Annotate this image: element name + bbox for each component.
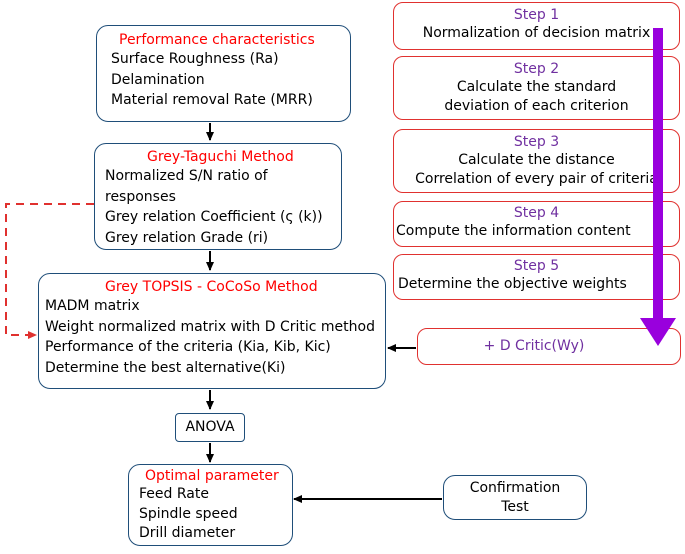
grey-taguchi-item: Grey relation Coefficient (ς (k)) (105, 209, 323, 225)
step-4-box: Step 4 Compute the information content (393, 201, 680, 247)
anova-label: ANOVA (185, 419, 235, 435)
step-title: Step 3 (513, 134, 560, 150)
performance-item: Delamination (111, 71, 205, 88)
confirmation-line: Confirmation (469, 480, 561, 496)
grey-topsis-item: Performance of the criteria (Kia, Kib, K… (45, 339, 331, 355)
step-line: Compute the information content (396, 223, 631, 239)
grey-taguchi-item: responses (105, 188, 176, 205)
step-line: Calculate the standard (456, 79, 617, 95)
performance-item: Material removal Rate (MRR) (111, 92, 313, 108)
step-line: deviation of each criterion (444, 97, 629, 114)
optimal-item: Drill diameter (139, 525, 236, 541)
grey-topsis-item: Determine the best alternative(Ki) (45, 359, 286, 376)
confirmation-test-box: Confirmation Test (443, 475, 587, 520)
step-line: Correlation of every pair of criteria (415, 170, 658, 187)
anova-box: ANOVA (175, 413, 245, 442)
performance-item: Surface Roughness (Ra) (111, 51, 279, 67)
step-line: Normalization of decision matrix (422, 25, 651, 41)
optimal-parameter-box: Optimal parameter Feed Rate Spindle spee… (128, 464, 293, 546)
step-title: Step 1 (513, 7, 560, 23)
step-line: Determine the objective weights (398, 276, 627, 292)
step-line: Calculate the distance (458, 152, 615, 168)
optimal-item: Spindle speed (139, 505, 238, 522)
grey-taguchi-title: Grey-Taguchi Method (147, 149, 294, 165)
grey-taguchi-item: Normalized S/N ratio of (105, 168, 268, 184)
step-1-box: Step 1 Normalization of decision matrix (393, 2, 680, 50)
step-title: Step 5 (513, 258, 560, 274)
grey-topsis-cocoso-box: Grey TOPSIS - CoCoSo Method MADM matrix … (38, 273, 386, 389)
optimal-title: Optimal parameter (145, 468, 279, 484)
confirmation-line: Test (501, 499, 529, 515)
d-critic-box: + D Critic(Wy) (417, 328, 681, 365)
step-title: Step 2 (513, 61, 560, 77)
performance-characteristics-box: Performance characteristics Surface Roug… (96, 25, 351, 122)
step-5-box: Step 5 Determine the objective weights (393, 254, 680, 300)
step-3-box: Step 3 Calculate the distance Correlatio… (393, 129, 680, 193)
step-title: Step 4 (513, 205, 560, 221)
dashed-feedback-arrow (5, 203, 94, 339)
grey-topsis-title: Grey TOPSIS - CoCoSo Method (105, 279, 318, 295)
grey-topsis-item: MADM matrix (45, 298, 140, 314)
grey-taguchi-item: Grey relation Grade (ri) (105, 229, 269, 246)
performance-title: Performance characteristics (119, 32, 315, 48)
optimal-item: Feed Rate (139, 486, 209, 502)
grey-taguchi-box: Grey-Taguchi Method Normalized S/N ratio… (94, 143, 342, 250)
grey-topsis-item: Weight normalized matrix with D Critic m… (45, 318, 375, 335)
step-2-box: Step 2 Calculate the standard deviation … (393, 56, 680, 120)
d-critic-label: + D Critic(Wy) (483, 338, 585, 354)
